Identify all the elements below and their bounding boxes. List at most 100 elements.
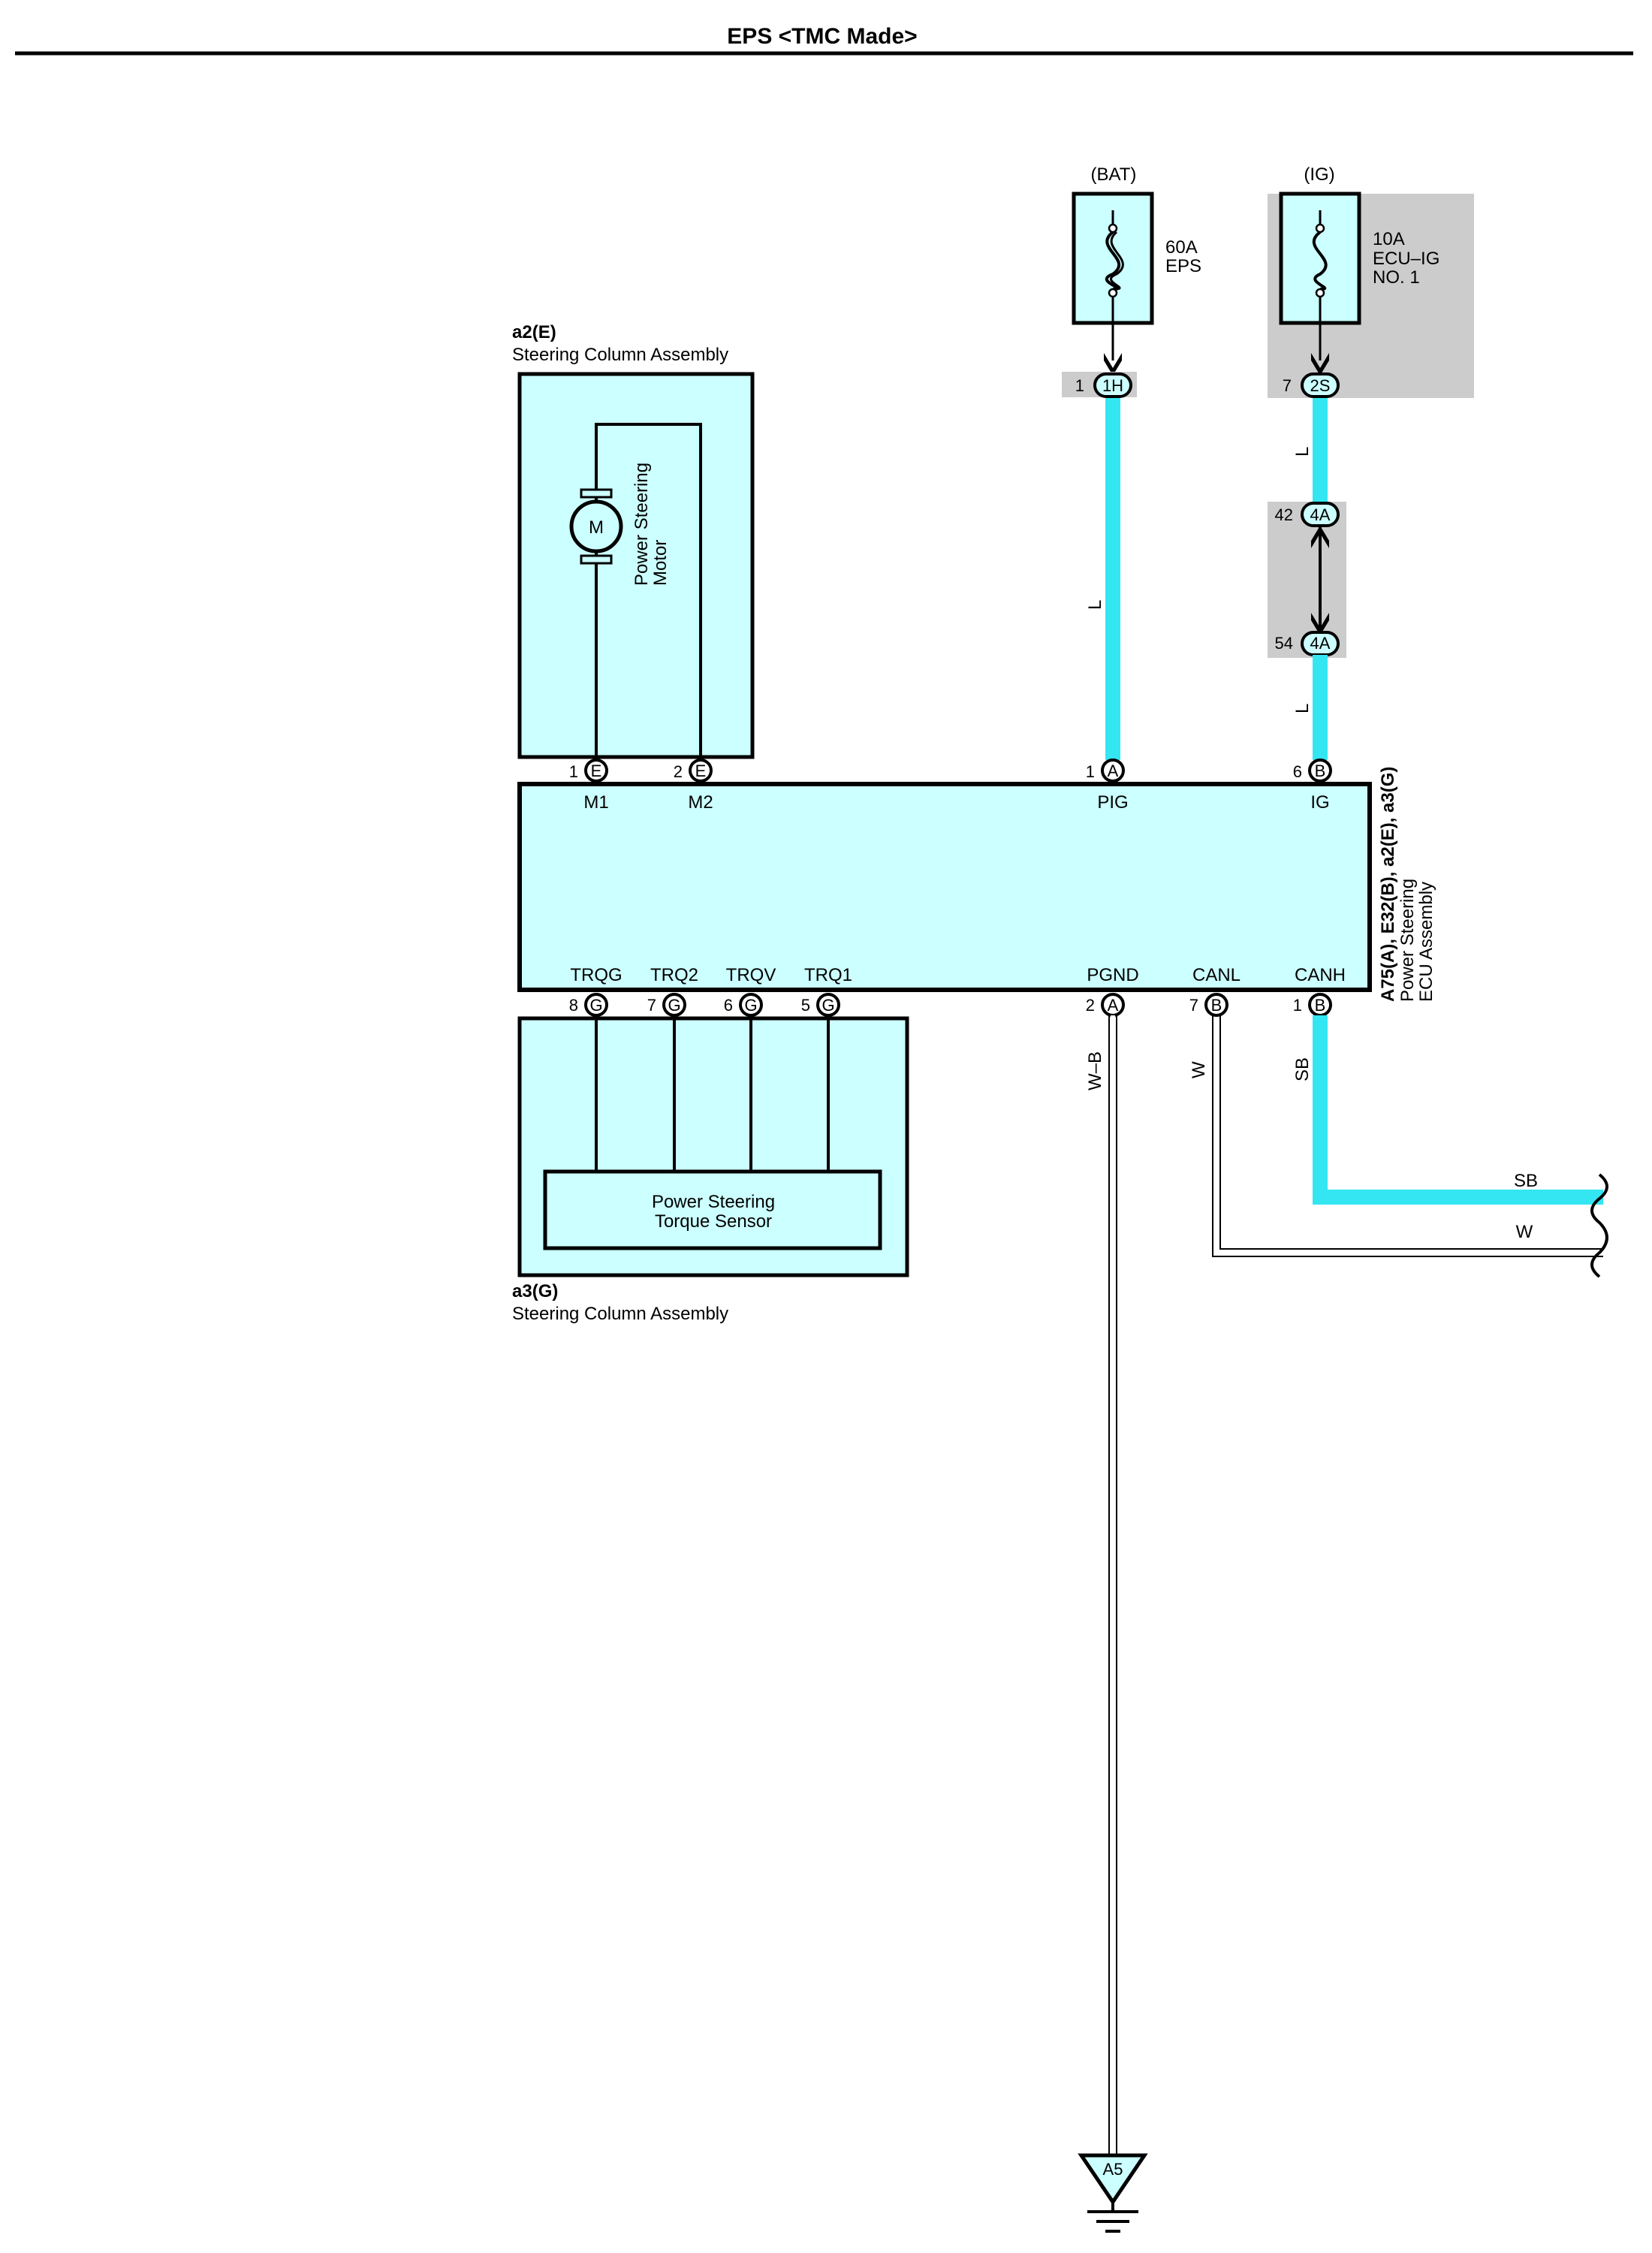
- bat-fuse-amps: 60A: [1165, 237, 1198, 258]
- ig-power-source: (IG) 10A ECU–IG NO. 1 7 2S: [1268, 164, 1474, 398]
- ecu-top-pin-pig: 1 A PIG: [1086, 759, 1129, 813]
- ecu-box: [517, 782, 1372, 992]
- wire-label-pgnd: W–B: [1085, 1051, 1105, 1090]
- wire-label-canl-out: W: [1516, 1222, 1533, 1242]
- pin-code: A: [1108, 762, 1119, 780]
- ecu-name-line1: Power Steering: [1397, 879, 1418, 1002]
- bat-connector-arrow-icon: [1104, 353, 1122, 376]
- bat-fuse-name: EPS: [1165, 256, 1201, 276]
- torque-sensor-box: [543, 1169, 882, 1250]
- motor-assembly-name: Steering Column Assembly: [512, 345, 728, 365]
- pin-number: 1: [569, 762, 578, 781]
- ig-fuse-amps: 10A: [1373, 229, 1405, 249]
- pin-code: B: [1315, 996, 1326, 1015]
- ecu-top-pin-ig: 6 B IG: [1293, 759, 1332, 813]
- pin-code: B: [1315, 762, 1326, 780]
- ecu-name-line2: ECU Assembly: [1416, 882, 1436, 1002]
- pin-code: G: [744, 996, 757, 1015]
- ig-connector-code: 2S: [1310, 376, 1331, 395]
- pin-number: 6: [1293, 762, 1302, 781]
- ecu-bottom-pin-canl: CANL 7 B: [1189, 965, 1241, 1017]
- junction-lower-pin: 54: [1275, 634, 1293, 653]
- steering-motor-assembly: a2(E) Steering Column Assembly M Power S…: [512, 322, 755, 760]
- pin-signal: IG: [1310, 792, 1329, 813]
- wire-break-icon: [1590, 1173, 1608, 1278]
- torque-assembly-code: a3(G): [512, 1281, 558, 1301]
- fuse-60a-icon: [1105, 210, 1124, 323]
- pin-signal: TRQG: [570, 965, 622, 985]
- wire-label-junction-to-ig: L: [1292, 704, 1313, 713]
- bat-label: (BAT): [1091, 164, 1137, 185]
- ecu-codes: A75(A), E32(B), a2(E), a3(G): [1378, 767, 1398, 1002]
- junction-upper-pin: 42: [1275, 505, 1293, 524]
- bat-connector-pin: 1: [1075, 376, 1084, 395]
- ecu-bottom-pin-trq1: TRQ1 5 G: [801, 965, 852, 1017]
- ground-code: A5: [1103, 2160, 1123, 2179]
- pin-code: G: [821, 996, 834, 1015]
- pin-number: 6: [724, 996, 733, 1015]
- wire-label-ig-to-junction: L: [1292, 447, 1313, 457]
- pin-number: 1: [1293, 996, 1302, 1015]
- ecu-bottom-pin-canh: CANH 1 B: [1293, 965, 1346, 1017]
- ecu-top-pin-m2: 2 E M2: [674, 759, 713, 813]
- wire-label-bat-to-pig: L: [1085, 600, 1105, 610]
- motor-assembly-box: [517, 372, 755, 759]
- motor-assembly-code: a2(E): [512, 322, 556, 342]
- pin-code: B: [1211, 996, 1222, 1015]
- motor-label-line1: Power Steering: [632, 463, 652, 586]
- wire-canh: SB SB: [1292, 1015, 1603, 1205]
- motor-label-line2: Motor: [650, 540, 671, 586]
- ecu-assembly: 1 E M1 2 E M2 1 A PIG 6 B IG TRQG 8: [517, 759, 1436, 1017]
- pin-signal: M2: [688, 792, 713, 813]
- ig-label: (IG): [1304, 164, 1334, 185]
- junction-lower-code: 4A: [1310, 634, 1331, 653]
- fuse-10a-icon: [1312, 210, 1328, 323]
- torque-sensor-label-line2: Torque Sensor: [655, 1211, 772, 1232]
- pin-number: 2: [674, 762, 683, 781]
- torque-assembly-name: Steering Column Assembly: [512, 1304, 728, 1324]
- junction-upper-code: 4A: [1310, 505, 1331, 524]
- wire-label-canh-out: SB: [1514, 1171, 1538, 1191]
- pin-number: 8: [569, 996, 578, 1015]
- ecu-bottom-pin-trqg: TRQG 8 G: [569, 965, 623, 1017]
- pin-signal: CANH: [1295, 965, 1346, 985]
- motor-icon: [569, 488, 623, 565]
- pin-signal: TRQ1: [804, 965, 852, 985]
- ecu-bottom-pin-trq2: TRQ2 7 G: [647, 965, 698, 1017]
- pin-signal: CANL: [1192, 965, 1241, 985]
- ig-fuse-name-line1: ECU–IG: [1373, 249, 1439, 269]
- wire-label-canh: SB: [1292, 1057, 1313, 1081]
- ground-triangle-icon: [1078, 2153, 1148, 2206]
- junction-arrow-up-icon: [1311, 526, 1329, 548]
- pin-number: 7: [1189, 996, 1198, 1015]
- pin-signal: TRQV: [726, 965, 776, 985]
- pin-code: E: [695, 762, 707, 780]
- pin-signal: M1: [583, 792, 608, 813]
- ig-fuse-name-line2: NO. 1: [1373, 267, 1420, 288]
- bat-connector-code: 1H: [1102, 376, 1123, 395]
- ground-symbol: A5: [1078, 2153, 1148, 2233]
- junction-gray-area: [1268, 502, 1346, 658]
- pin-number: 1: [1086, 762, 1095, 781]
- wire-canl: W W: [1189, 1015, 1603, 1257]
- pin-code: G: [668, 996, 680, 1015]
- ig-connector-pin: 7: [1283, 376, 1292, 395]
- wire-label-canl: W: [1189, 1061, 1209, 1078]
- pin-signal: TRQ2: [650, 965, 698, 985]
- pin-number: 7: [647, 996, 656, 1015]
- pin-number: 5: [801, 996, 810, 1015]
- torque-sensor-assembly: Power Steering Torque Sensor a3(G) Steer…: [512, 1015, 909, 1324]
- bat-power-source: (BAT) 60A EPS 1 1H: [1062, 164, 1201, 398]
- ecu-top-pin-m1: 1 E M1: [569, 759, 609, 813]
- ig-connector-arrow-icon: [1311, 353, 1329, 376]
- pin-signal: PIG: [1097, 792, 1128, 813]
- pin-code: G: [589, 996, 602, 1015]
- pin-signal: PGND: [1087, 965, 1138, 985]
- pin-code: E: [591, 762, 602, 780]
- wire-pgnd: W–B: [1085, 1015, 1117, 2155]
- pin-code: A: [1108, 996, 1119, 1015]
- pin-number: 2: [1086, 996, 1095, 1015]
- junction-connector: 42 4A 54 4A: [1268, 502, 1346, 658]
- motor-symbol: M: [589, 517, 604, 538]
